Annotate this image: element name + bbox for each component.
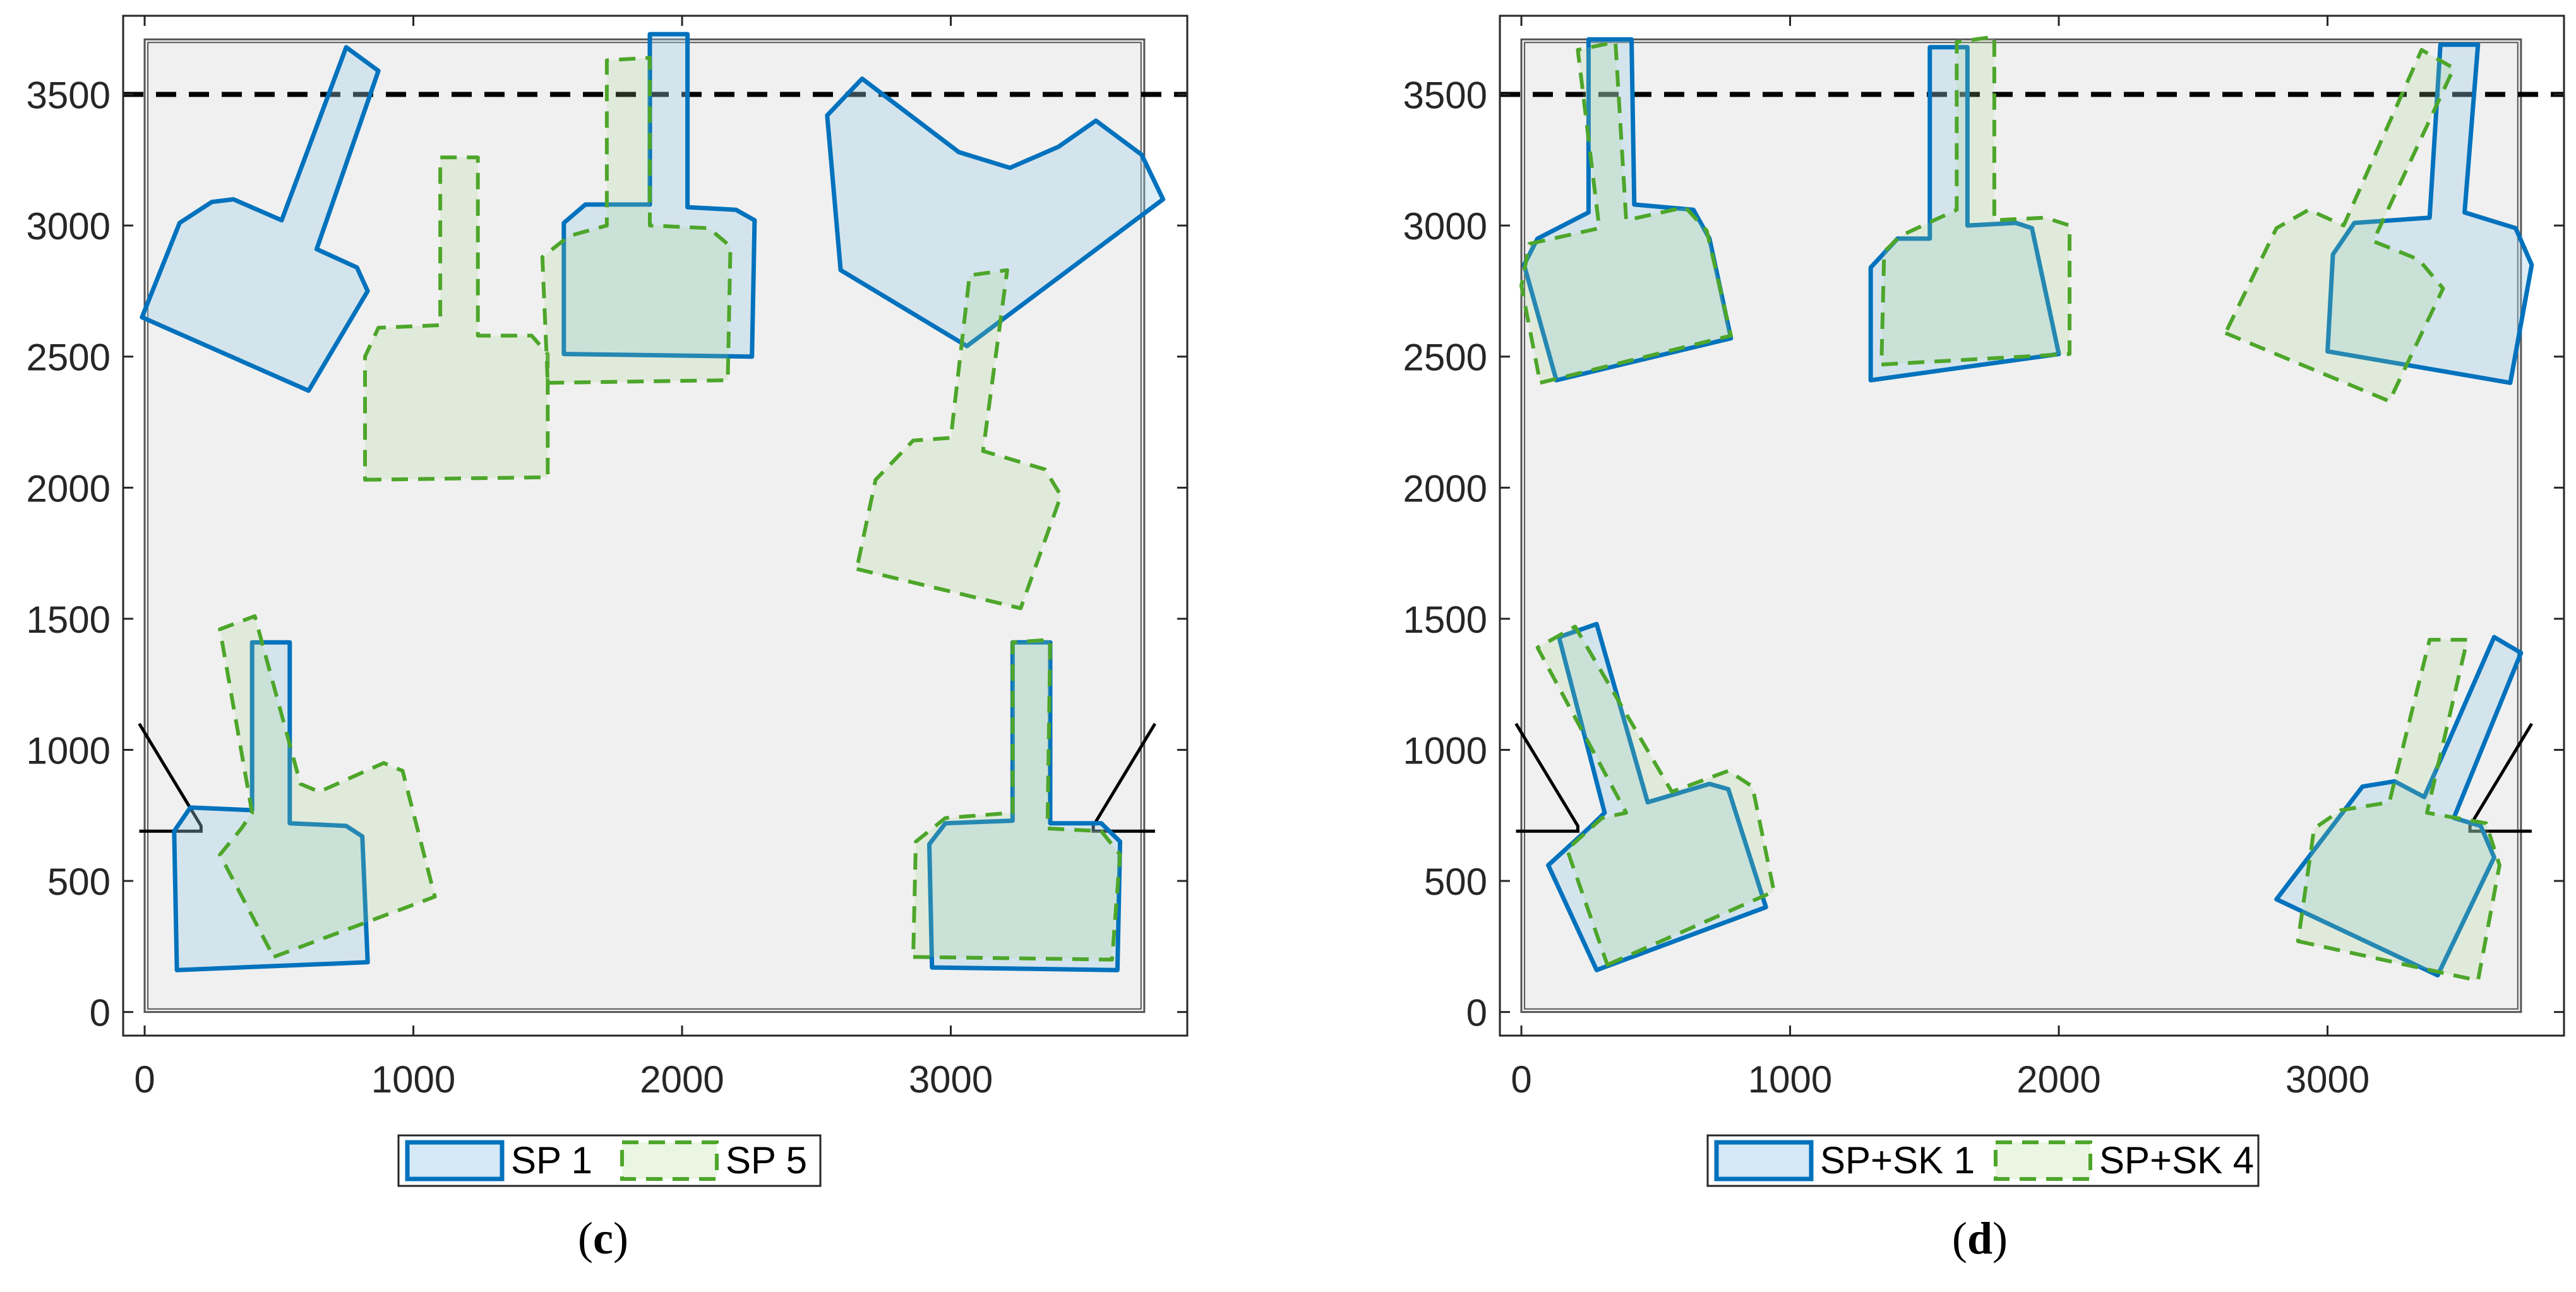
boundary-region	[1520, 38, 2522, 1014]
series-1-shape	[825, 76, 1166, 349]
shapes-layer	[1500, 35, 2564, 983]
x-tick-label: 2000	[640, 1058, 724, 1101]
y-tick-label: 3000	[27, 205, 111, 248]
series-2-shape	[218, 614, 437, 959]
legend-label-1: SP+SK 1	[1820, 1139, 1975, 1181]
series-2-shape	[1519, 40, 1733, 385]
panel-d: 0 1000 2000 3000 0 500 1000 1500 2000 2500 3000 350…	[1403, 15, 2565, 1264]
y-tick-label: 500	[47, 861, 111, 903]
series-1-shape	[172, 640, 370, 972]
y-tick-label: 2500	[1403, 337, 1487, 379]
series-1-shape	[2274, 635, 2524, 978]
legend: SP+SK 1 SP+SK 4	[1706, 1134, 2260, 1187]
series-1-shape	[2325, 42, 2534, 385]
legend-swatch-2	[620, 1140, 719, 1181]
reference-line	[1091, 722, 1157, 833]
series-2-shape	[854, 268, 1063, 611]
y-tick-label: 1500	[1403, 599, 1487, 641]
legend: SP 1 SP 5	[397, 1134, 822, 1187]
series-1-shape	[140, 45, 381, 393]
reference-line	[2468, 722, 2534, 833]
y-tick-label: 0	[90, 992, 111, 1034]
y-tick-label: 1000	[27, 729, 111, 772]
series-2-shape	[2296, 638, 2501, 983]
legend-label-2: SP+SK 4	[2099, 1139, 2254, 1181]
panel-c: 0 1000 2000 3000 0 500 1000 1500 2000 2500 3000 350…	[27, 15, 1189, 1264]
series-1-shape	[561, 32, 757, 359]
axes-frame	[122, 15, 1189, 1037]
series-2-shape	[911, 638, 1122, 962]
legend-label-2: SP 5	[726, 1139, 807, 1181]
x-tick-label: 3000	[2285, 1058, 2369, 1101]
y-tick-label: 3500	[1403, 75, 1487, 117]
x-tick-label: 0	[134, 1058, 155, 1101]
y-tick-label: 2000	[1403, 467, 1487, 510]
y-tick-label: 3500	[27, 75, 111, 117]
legend-swatch-1	[405, 1140, 505, 1181]
axes-frame	[1499, 15, 2565, 1037]
legend-label-1: SP 1	[511, 1139, 592, 1181]
series-2-shape	[2223, 48, 2456, 404]
legend-swatch-2	[1994, 1140, 2092, 1181]
panel-caption: (d)	[1952, 1213, 2008, 1264]
series-2-shape	[1879, 35, 2072, 367]
legend-swatch-1	[1714, 1140, 1814, 1181]
reference-line	[1514, 722, 1579, 833]
series-2-shape	[1535, 625, 1776, 967]
y-tick-label: 1500	[27, 599, 111, 641]
x-tick-label: 0	[1511, 1058, 1531, 1101]
x-tick-label: 2000	[2016, 1058, 2100, 1101]
x-tick-label: 1000	[1748, 1058, 1832, 1101]
x-tick-label: 3000	[909, 1058, 993, 1101]
y-tick-label: 2000	[27, 467, 111, 510]
series-2-shape	[363, 155, 550, 482]
shapes-layer	[123, 32, 1187, 972]
y-tick-label: 0	[1466, 992, 1487, 1034]
x-tick-label: 1000	[371, 1058, 455, 1101]
boundary-region	[143, 38, 1146, 1014]
y-tick-label: 2500	[27, 337, 111, 379]
boundary-inner-line	[147, 42, 1142, 1010]
panel-caption: (c)	[578, 1213, 628, 1264]
y-tick-label: 1000	[1403, 729, 1487, 772]
y-tick-label: 500	[1424, 861, 1487, 903]
series-1-shape	[1521, 37, 1734, 383]
series-2-shape	[540, 56, 733, 385]
y-tick-label: 3000	[1403, 205, 1487, 248]
boundary-inner-line	[1524, 42, 2519, 1010]
reference-line	[138, 722, 203, 833]
